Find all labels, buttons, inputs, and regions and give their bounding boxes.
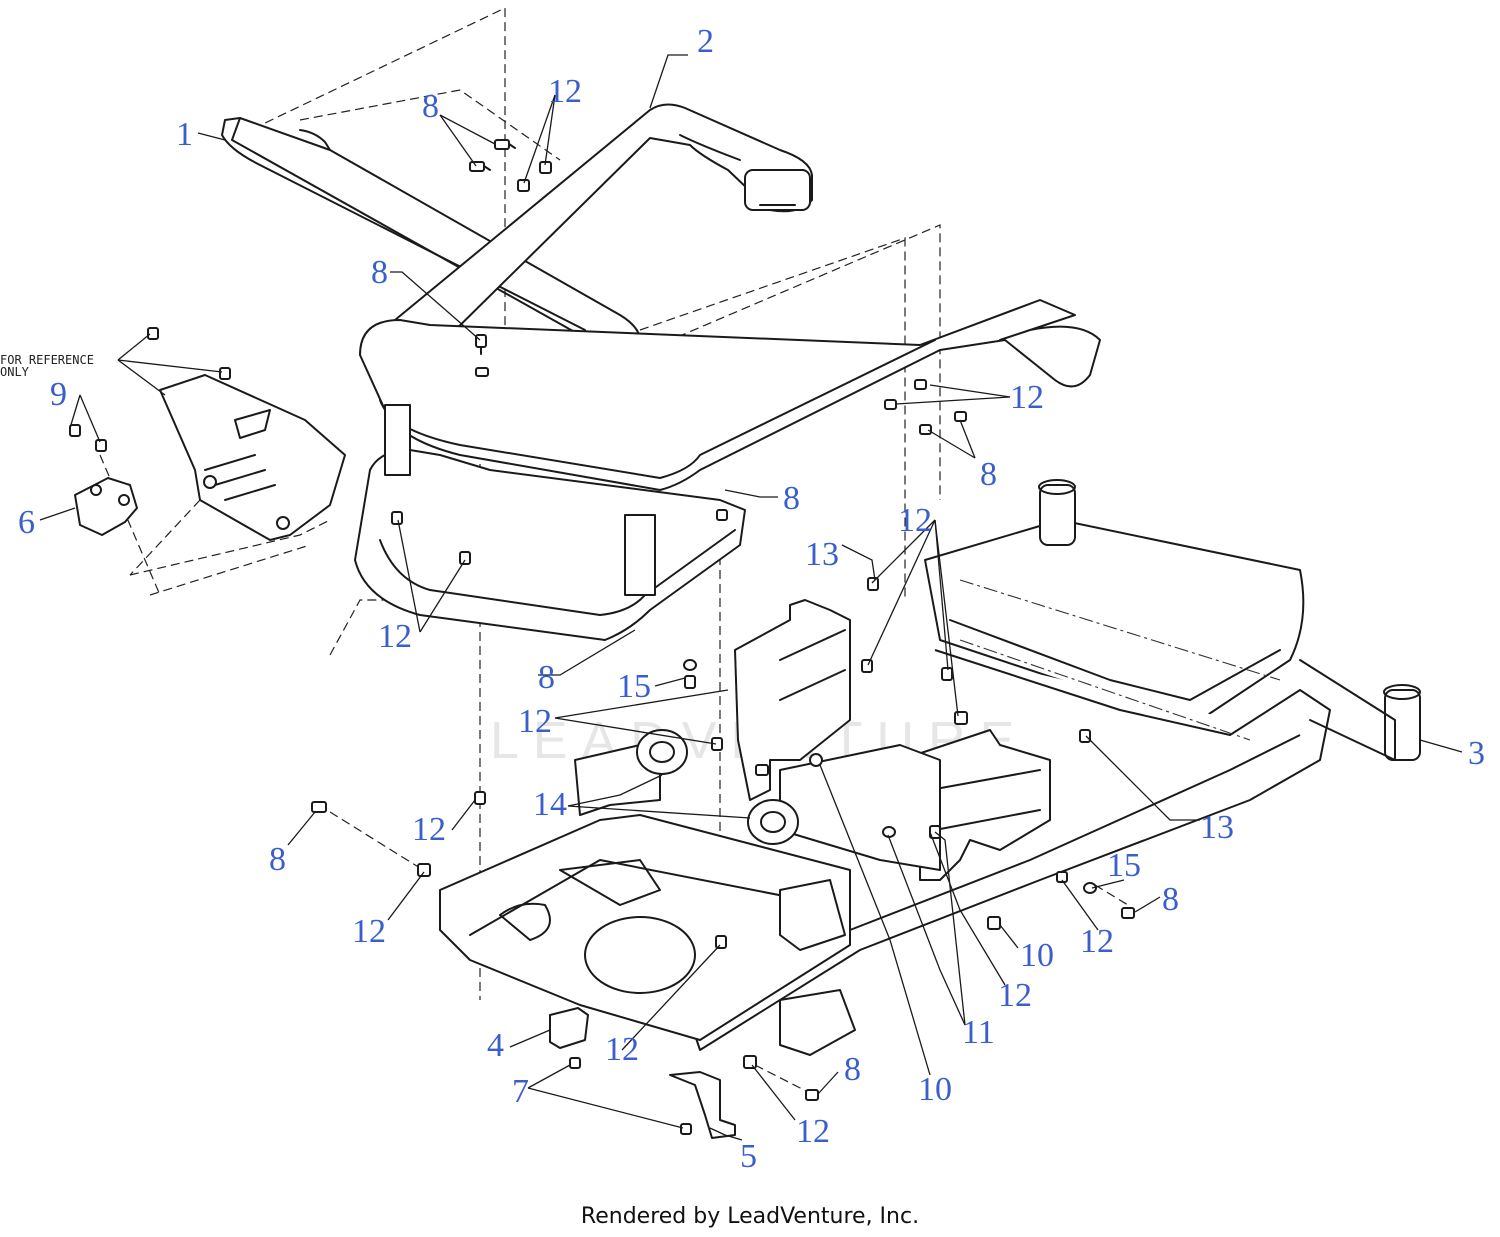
callout-1: 1 [176,116,193,153]
bolt-icon [1121,907,1135,919]
callout-12-left-loop: 12 [378,618,412,655]
callout-15-mount: 15 [617,668,651,705]
seat-frame-panels [734,599,1051,881]
deck-plate [439,744,856,1056]
callout-4: 4 [487,1027,504,1064]
frame-rail [354,299,1421,1051]
stud-icon [809,753,823,767]
nut-icon [417,863,431,877]
nut-icon [475,367,489,377]
reference-note-line1: FOR REFERENCE [0,353,94,367]
nut-icon [684,675,696,689]
nut-icon [954,711,968,725]
nut-icon [474,791,486,805]
callout-14: 14 [533,786,567,823]
bolt-icon [954,411,967,422]
callout-8-bottom: 8 [844,1051,861,1088]
reference-note-line2: ONLY [0,365,30,379]
nut-icon [861,659,873,673]
bolt-icon [919,424,932,435]
bolt-icon [884,399,897,410]
callout-13-right: 13 [1200,809,1234,846]
bolt-icon [311,801,327,813]
stud-icon [987,916,1001,930]
screw-icon [680,1123,692,1135]
callout-6: 6 [18,504,35,541]
footer-credit: Rendered by LeadVenture, Inc. [580,1204,920,1229]
reference-bracket: FOR REFERENCE ONLY [0,353,346,541]
callout-2: 2 [697,23,714,60]
bolt-icon [219,367,231,380]
bolt-icon [469,161,491,172]
stud-icon [755,764,769,776]
callout-12-bottom: 12 [796,1113,830,1150]
washer-icon [683,659,697,671]
callout-12-deck-edge: 12 [412,811,446,848]
nut-icon [867,577,879,591]
leader-lines [39,54,1463,1141]
callout-13-top: 13 [805,536,839,573]
nut-icon [459,551,471,565]
callout-8-front-bar: 8 [371,254,388,291]
bolt-icon [914,379,927,390]
callout-12-mount: 12 [518,703,552,740]
nut-icon [391,511,403,525]
nut-icon [517,179,530,192]
callout-7: 7 [512,1073,529,1110]
callout-12-panel: 12 [998,977,1032,1014]
callout-12-top: 12 [548,73,582,110]
callout-8-deck-left: 8 [269,841,286,878]
callout-8-lower-left: 8 [538,659,555,696]
bolt-icon [69,424,81,437]
washer-icon [882,826,896,838]
callout-5: 5 [740,1138,757,1175]
bolt-icon [805,1089,819,1101]
bolt-icon [95,439,107,452]
callout-15-rail: 15 [1107,847,1141,884]
callout-3: 3 [1468,735,1485,772]
small-brackets [549,1007,736,1139]
nut-icon [1079,729,1091,743]
callout-12-deck-left: 12 [352,913,386,950]
nut-icon [715,935,727,949]
nut-icon [743,1055,757,1069]
callout-11: 11 [962,1014,995,1051]
callout-10-right: 10 [1020,937,1054,974]
callout-12-upper-mid: 12 [898,502,932,539]
hardware [69,139,1135,1135]
callout-12-rail-end: 12 [1080,923,1114,960]
callout-10-bottom: 10 [918,1071,952,1108]
washer-icon [1083,882,1097,894]
callouts: 1 2 3 4 5 6 7 8 8 8 8 8 8 8 8 9 10 10 11… [18,23,1485,1175]
callout-8-deck-right: 8 [1162,881,1179,918]
callout-8-top: 8 [422,88,439,125]
callout-9: 9 [50,376,67,413]
nut-icon [1056,871,1068,883]
callout-8-mid: 8 [783,480,800,517]
nut-icon [716,509,728,521]
bolt-icon [494,139,516,150]
nut-icon [941,667,953,681]
isolator-mounts [636,729,799,845]
bolt-icon [147,327,159,340]
callout-12-right-rail: 12 [1010,379,1044,416]
callout-8-right-rail: 8 [980,456,997,493]
callout-12-deck-bottom: 12 [605,1031,639,1068]
projection-lines [99,7,1129,1093]
screw-icon [569,1057,581,1069]
